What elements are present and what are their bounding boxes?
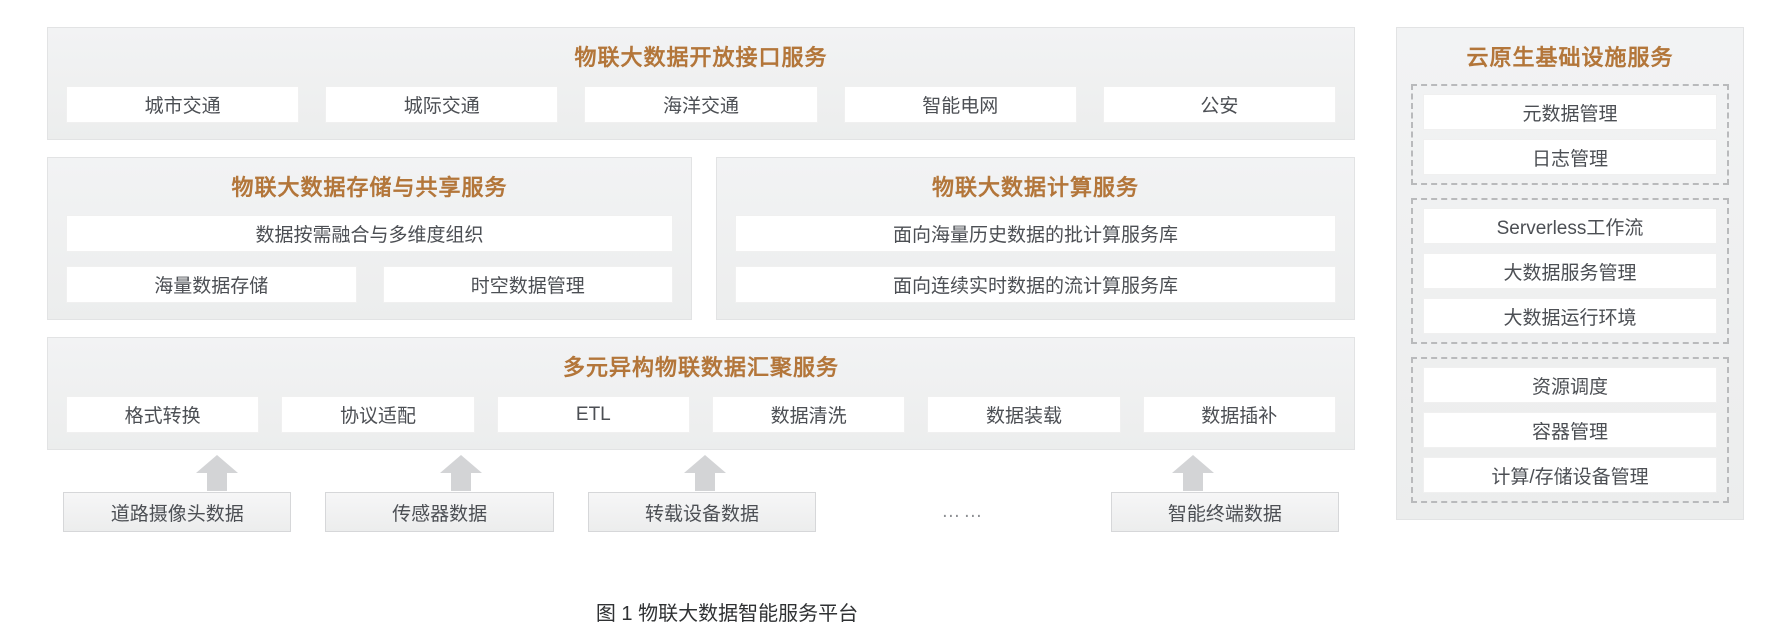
platform-stack: 物联大数据开放接口服务 城市交通 城际交通 海洋交通 智能电网 公安 物联大数据…	[47, 27, 1355, 625]
open-api-items: 城市交通 城际交通 海洋交通 智能电网 公安	[66, 86, 1337, 123]
open-api-item[interactable]: 智能电网	[843, 86, 1077, 123]
compute-item[interactable]: 面向海量历史数据的批计算服务库	[735, 215, 1336, 252]
data-source-item[interactable]: 转载设备数据	[587, 492, 817, 532]
open-api-panel: 物联大数据开放接口服务 城市交通 城际交通 海洋交通 智能电网 公安	[47, 27, 1355, 140]
source-arrows	[47, 454, 1355, 492]
cloud-native-group: Serverless工作流 大数据服务管理 大数据运行环境	[1411, 198, 1729, 344]
figure-caption: 图 1 物联大数据智能服务平台	[595, 603, 859, 625]
up-arrow-icon	[195, 454, 239, 492]
open-api-item[interactable]: 海洋交通	[584, 86, 818, 123]
open-api-title: 物联大数据开放接口服务	[574, 45, 828, 70]
cloud-native-item[interactable]: 元数据管理	[1423, 94, 1717, 130]
up-arrow-icon	[439, 454, 483, 492]
cloud-native-title: 云原生基础设施服务	[1466, 45, 1674, 70]
data-source-item[interactable]: 传感器数据	[325, 492, 554, 532]
aggregation-item[interactable]: 数据清洗	[711, 396, 906, 433]
aggregation-items: 格式转换 协议适配 ETL 数据清洗 数据装载 数据插补	[66, 396, 1336, 433]
aggregation-item[interactable]: 数据插补	[1142, 396, 1336, 433]
data-source-item[interactable]: 道路摄像头数据	[63, 492, 292, 532]
up-arrow-icon	[1171, 454, 1215, 492]
cloud-native-group: 资源调度 容器管理 计算/存储设备管理	[1411, 357, 1729, 503]
open-api-item[interactable]: 城市交通	[66, 86, 300, 123]
data-source-item[interactable]: 智能终端数据	[1110, 492, 1340, 532]
cloud-native-item[interactable]: 大数据服务管理	[1423, 253, 1717, 289]
aggregation-item[interactable]: ETL	[496, 396, 690, 433]
data-source-row: 道路摄像头数据 传感器数据 转载设备数据 …… 智能终端数据	[47, 492, 1355, 532]
data-source-ellipsis: ……	[941, 501, 986, 522]
aggregation-item[interactable]: 格式转换	[66, 396, 260, 433]
aggregation-title: 多元异构物联数据汇聚服务	[562, 355, 839, 380]
up-arrow-icon	[683, 454, 727, 492]
storage-panel: 物联大数据存储与共享服务 数据按需融合与多维度组织 海量数据存储 时空数据管理	[47, 157, 692, 320]
aggregation-panel: 多元异构物联数据汇聚服务 格式转换 协议适配 ETL 数据清洗 数据装载 数据插…	[47, 337, 1355, 450]
open-api-item[interactable]: 城际交通	[325, 86, 559, 123]
compute-items: 面向海量历史数据的批计算服务库 面向连续实时数据的流计算服务库	[735, 215, 1336, 303]
compute-item[interactable]: 面向连续实时数据的流计算服务库	[735, 266, 1336, 303]
storage-primary-item[interactable]: 数据按需融合与多维度组织	[66, 215, 673, 252]
storage-item[interactable]: 海量数据存储	[66, 266, 357, 303]
storage-compute-band: 物联大数据存储与共享服务 数据按需融合与多维度组织 海量数据存储 时空数据管理 …	[47, 157, 1355, 320]
cloud-native-item[interactable]: 计算/存储设备管理	[1423, 457, 1717, 493]
cloud-native-item[interactable]: 大数据运行环境	[1423, 298, 1717, 334]
storage-title: 物联大数据存储与共享服务	[231, 175, 508, 200]
aggregation-item[interactable]: 数据装载	[927, 396, 1121, 433]
compute-title: 物联大数据计算服务	[931, 175, 1139, 200]
cloud-native-item[interactable]: 日志管理	[1423, 139, 1717, 175]
cloud-native-item[interactable]: 资源调度	[1423, 367, 1717, 403]
cloud-native-item[interactable]: Serverless工作流	[1423, 208, 1717, 244]
cloud-native-group: 元数据管理 日志管理	[1411, 84, 1729, 185]
storage-items: 海量数据存储 时空数据管理	[66, 266, 673, 303]
storage-item[interactable]: 时空数据管理	[382, 266, 673, 303]
cloud-native-panel: 云原生基础设施服务 元数据管理 日志管理 Serverless工作流 大数据服务…	[1396, 27, 1744, 520]
aggregation-item[interactable]: 协议适配	[281, 396, 475, 433]
cloud-native-item[interactable]: 容器管理	[1423, 412, 1717, 448]
open-api-item[interactable]: 公安	[1102, 86, 1337, 123]
compute-panel: 物联大数据计算服务 面向海量历史数据的批计算服务库 面向连续实时数据的流计算服务…	[716, 157, 1355, 320]
